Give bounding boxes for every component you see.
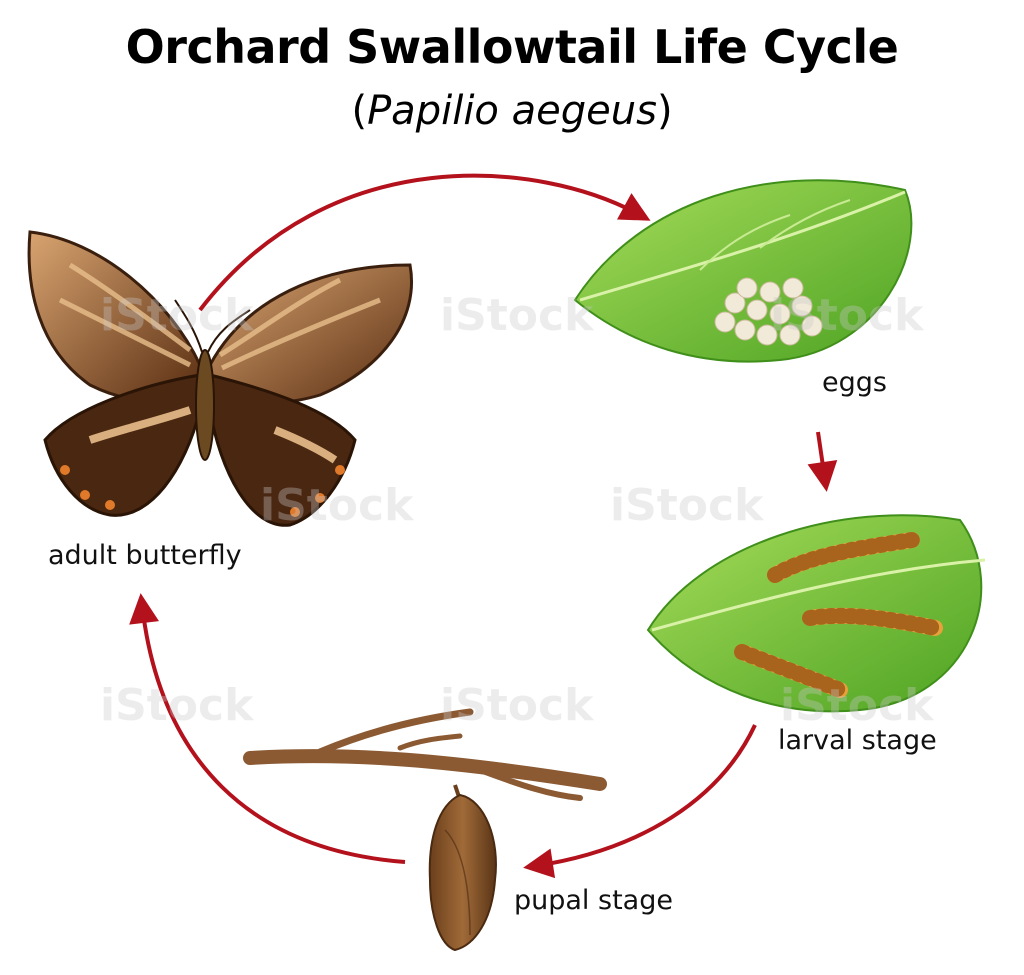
diagram-title: Orchard Swallowtail Life Cycle [125,20,899,74]
caterpillar [802,607,943,636]
caterpillar [767,532,920,583]
butterfly-illustration [27,230,413,527]
egg-cluster [714,277,823,346]
caterpillar [734,644,848,698]
stage-label-adult: adult butterfly [48,540,242,571]
arrow-pupal-to-adult [129,593,406,864]
stage-label-larval: larval stage [778,725,937,756]
subtitle-open-paren: ( [351,88,368,134]
arrow-larval-to-pupal [523,724,757,879]
stage-label-pupal: pupal stage [514,885,673,916]
subtitle-close-paren: ) [656,88,673,134]
larva-leaf-illustration [646,514,986,713]
pupa-illustration [428,784,497,952]
arrow-eggs-to-larval [807,431,838,492]
arrow-adult-to-eggs [198,173,651,312]
branch-illustration [243,708,607,801]
species-name: Papilio aegeus [367,88,657,134]
stage-label-eggs: eggs [822,367,887,398]
diagram-subtitle: (Papilio aegeus) [0,88,1024,134]
egg-leaf-illustration [573,179,913,363]
